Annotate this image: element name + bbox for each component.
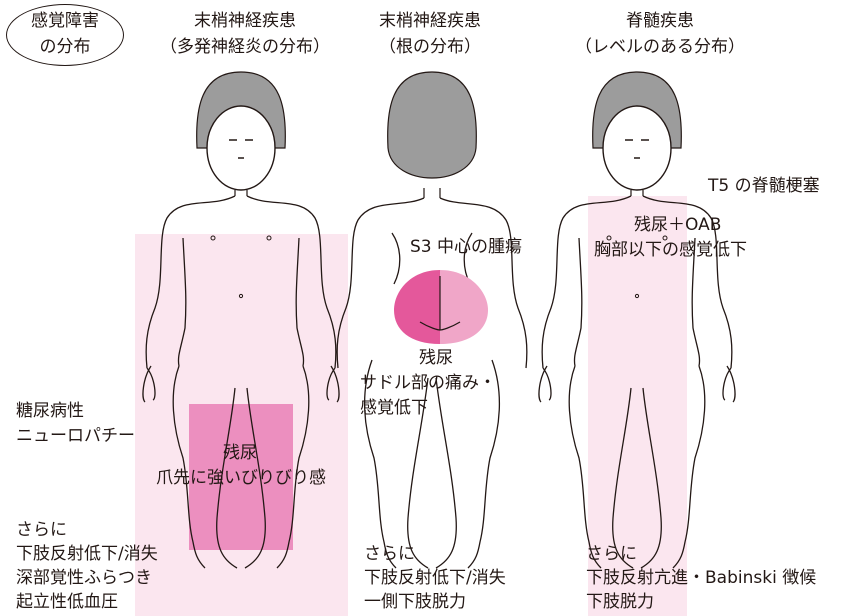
panel2-finding-1: さらに <box>364 542 415 566</box>
panel2-finding-2: 下肢反射低下/消失 <box>364 566 506 590</box>
saddle-right-half <box>440 270 488 344</box>
panel2-symptom-1: 残尿 <box>419 346 453 370</box>
panel2-finding-3: 一側下肢脱力 <box>364 590 466 614</box>
panel3-finding-2: 下肢反射亢進・Babinski 徴候 <box>586 566 816 590</box>
panel2-symptom-3: 感覚低下 <box>360 396 428 420</box>
panel3-lesion: T5 の脊髄梗塞 <box>708 174 820 198</box>
panel1-finding-4: 起立性低血圧 <box>16 590 118 614</box>
panel1-side-label-1: 糖尿病性 <box>16 399 84 423</box>
panel3-finding-1: さらに <box>586 542 637 566</box>
panel3-symptom-2: 胸部以下の感覚低下 <box>594 238 747 262</box>
panel1-finding-2: 下肢反射低下/消失 <box>16 542 158 566</box>
panel2-lesion: S3 中心の腫瘍 <box>410 235 522 259</box>
panel1-finding-3: 深部覚性ふらつき <box>16 566 152 590</box>
saddle-left-half <box>394 270 440 344</box>
panel1-symptom-2: 爪先に強いびりびり感 <box>132 466 350 490</box>
panel3-symptom-1: 残尿＋OAB <box>634 213 721 237</box>
panel1-finding-1: さらに <box>16 518 67 542</box>
panel3-finding-3: 下肢脱力 <box>586 590 654 614</box>
panel1-symptom-1: 残尿 <box>140 441 340 465</box>
panel2-symptom-2: サドル部の痛み・ <box>360 371 496 395</box>
panel1-side-label-2: ニューロパチー <box>16 424 135 448</box>
